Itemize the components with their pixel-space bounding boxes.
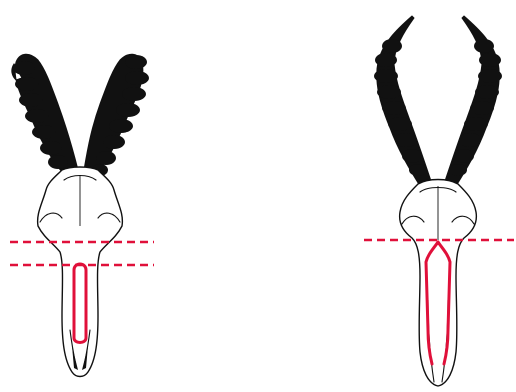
- left-skull-figure: [10, 54, 154, 376]
- right-skull-figure: [364, 16, 514, 386]
- right-skull-right-horn-ridges-icon: [449, 39, 502, 176]
- right-skull-left-horn-ridges-icon: [374, 39, 427, 176]
